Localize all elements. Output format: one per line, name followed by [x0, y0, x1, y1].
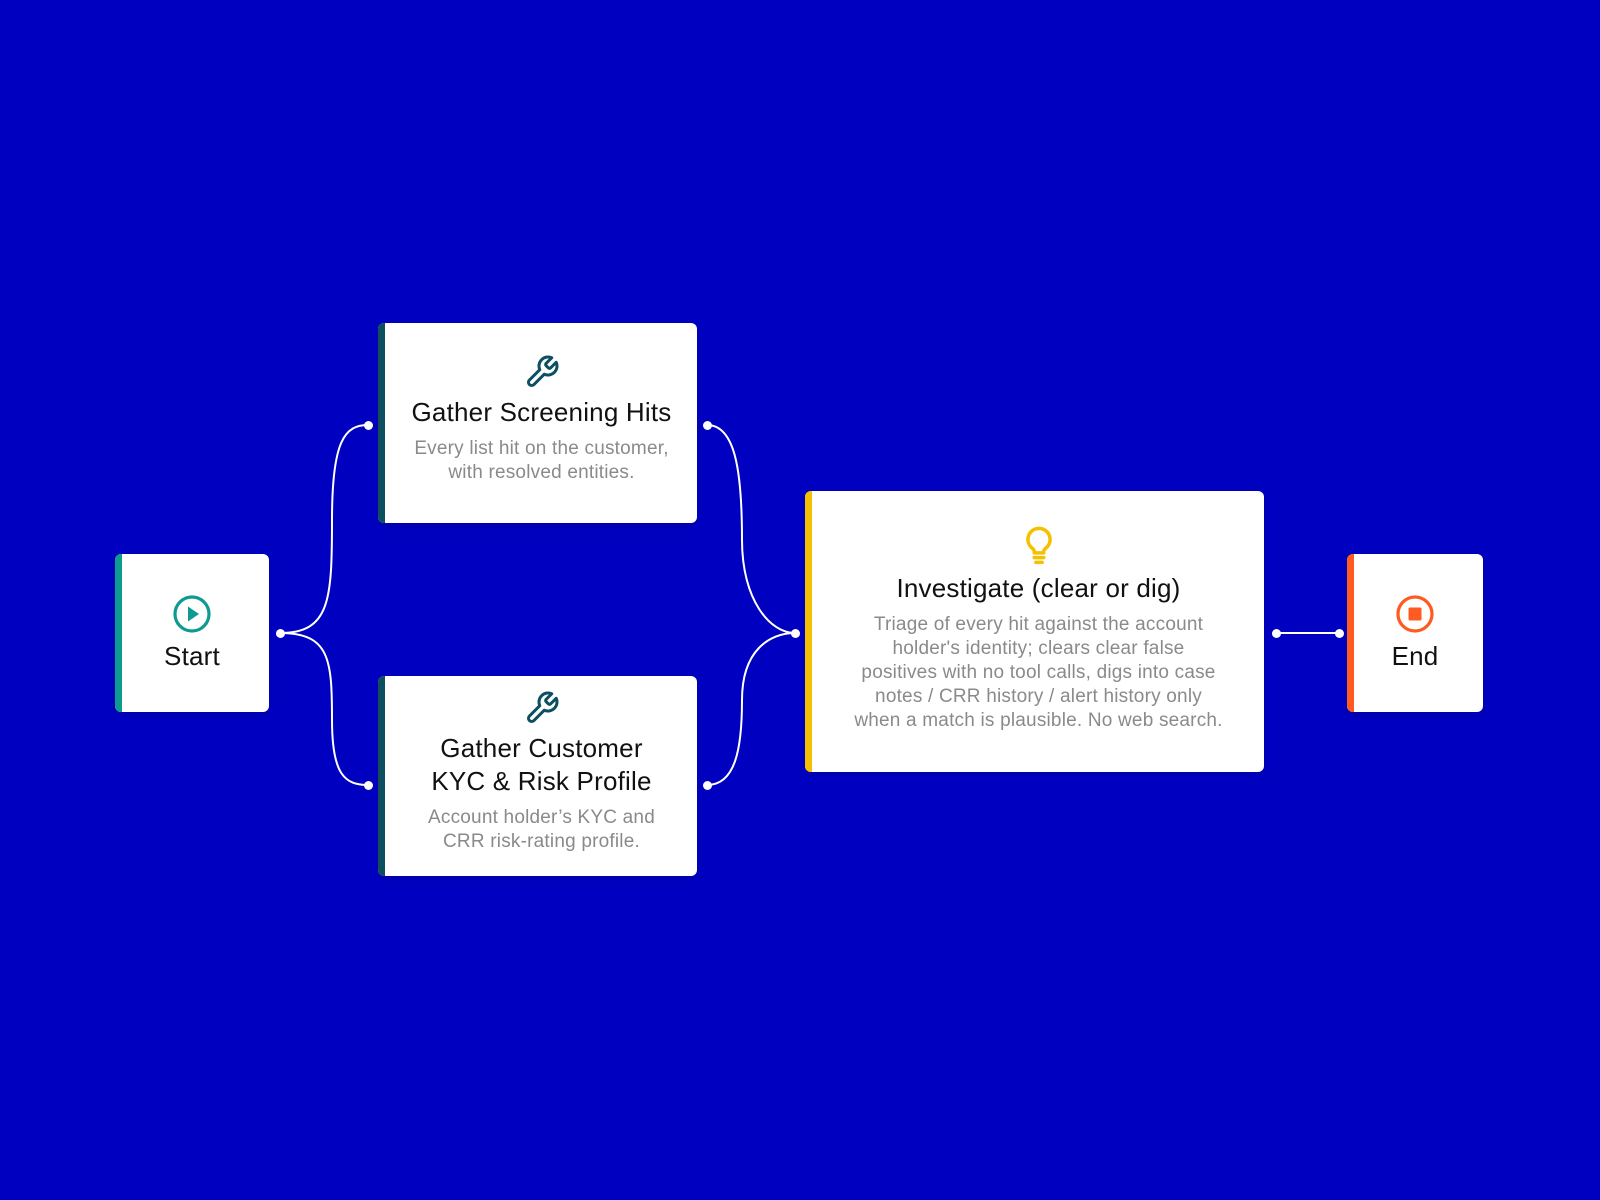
lightbulb-icon [1025, 526, 1052, 565]
edge-kyc-to-investigate [706, 632, 796, 786]
port-end-in[interactable] [1334, 628, 1344, 638]
screening-title: Gather Screening Hits [411, 396, 672, 427]
stop-circle-icon [1396, 594, 1434, 633]
gather-customer-kyc-node[interactable]: Gather Customer KYC & Risk Profile Accou… [378, 676, 697, 876]
investigate-description: Triage of every hit against the account … [854, 614, 1223, 731]
port-kyc-in[interactable] [363, 780, 373, 790]
wrench-icon [526, 355, 558, 387]
end-node[interactable]: End [1347, 554, 1483, 712]
screening-accent-bar [378, 323, 385, 523]
end-accent-bar [1347, 554, 1354, 712]
port-screening-out[interactable] [702, 420, 712, 430]
kyc-accent-bar [378, 676, 385, 876]
screening-description: Every list hit on the customer, with res… [414, 437, 669, 483]
edge-screening-to-investigate [706, 424, 796, 634]
start-node[interactable]: Start [115, 554, 269, 712]
start-label: Start [164, 640, 220, 671]
investigate-title: Investigate (clear or dig) [896, 573, 1181, 603]
investigate-accent-bar [805, 491, 812, 772]
kyc-description: Account holder’s KYC and CRR risk-rating… [428, 807, 655, 852]
kyc-title: Gather Customer KYC & Risk Profile [431, 733, 652, 796]
port-investigate-in[interactable] [790, 628, 800, 638]
investigate-node[interactable]: Investigate (clear or dig) Triage of eve… [805, 491, 1264, 772]
play-circle-icon [173, 594, 211, 633]
wrench-icon [526, 691, 558, 723]
port-kyc-out[interactable] [702, 780, 712, 790]
port-investigate-out[interactable] [1271, 628, 1281, 638]
gather-screening-hits-node[interactable]: Gather Screening Hits Every list hit on … [378, 323, 697, 523]
start-accent-bar [115, 554, 122, 712]
edge-start-to-screening [279, 424, 369, 634]
port-screening-in[interactable] [363, 420, 373, 430]
port-start-out[interactable] [275, 628, 285, 638]
edge-start-to-kyc [279, 632, 369, 786]
end-label: End [1391, 640, 1439, 671]
